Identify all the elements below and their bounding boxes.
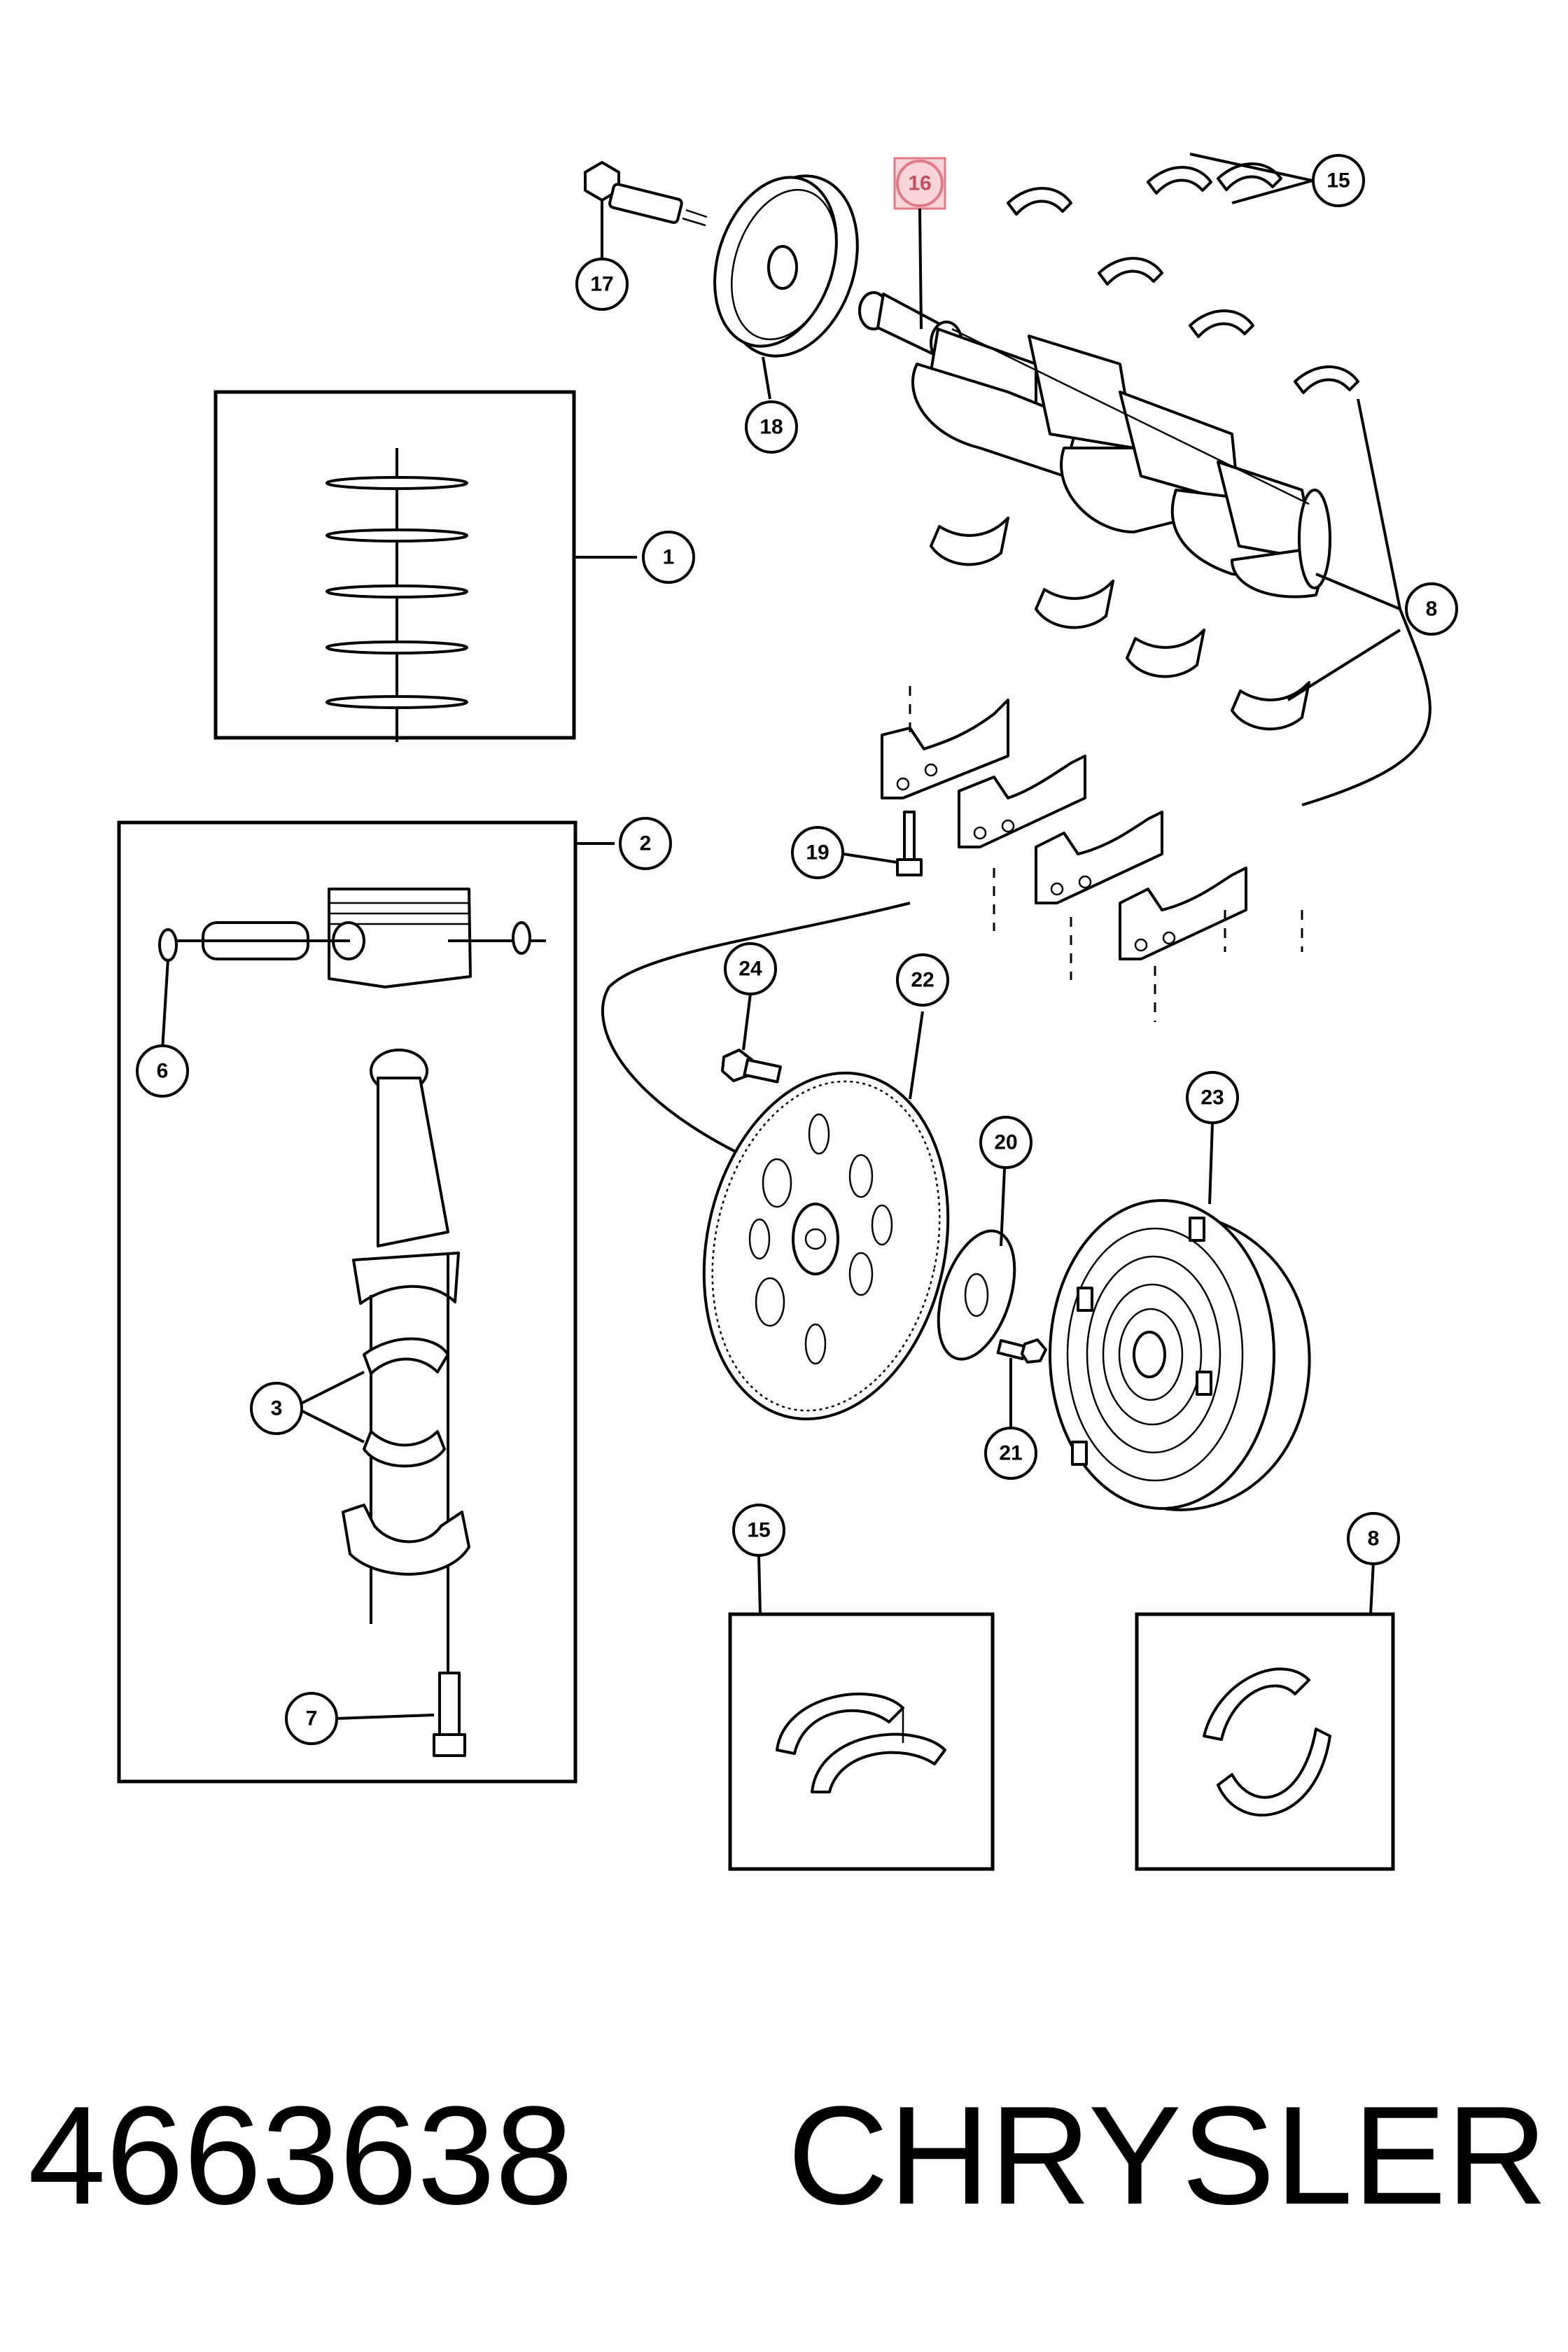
- callout-24: 24: [724, 942, 777, 995]
- main-cap-bolt-part: [843, 811, 923, 876]
- callout-7-label: 7: [306, 1707, 318, 1730]
- callout-15-bottom-label: 15: [747, 1519, 770, 1542]
- part-number: 4663638: [28, 2078, 573, 2234]
- callout-8-bottom-label: 8: [1368, 1527, 1380, 1550]
- callout-6-label: 6: [157, 1060, 169, 1083]
- flexplate-part: [702, 1011, 950, 1421]
- callout-1-label: 1: [663, 546, 675, 569]
- callout-7: 7: [285, 1692, 338, 1745]
- crank-bolt-part: [584, 161, 708, 259]
- converter-bolt-part: [996, 1338, 1047, 1428]
- piston-rings-box: [214, 390, 637, 742]
- callout-15-bottom: 15: [732, 1504, 785, 1557]
- callout-18-label: 18: [760, 416, 783, 439]
- callout-2: 2: [619, 817, 672, 870]
- callout-8-top: 8: [1405, 582, 1458, 636]
- main-bearing-caps: [881, 686, 1303, 1022]
- callout-18: 18: [745, 400, 798, 454]
- thrust-washer-box: [728, 1555, 995, 1871]
- callout-1: 1: [642, 531, 695, 584]
- callout-19-label: 19: [806, 841, 829, 864]
- callout-19: 19: [791, 826, 844, 879]
- adapter-plate-part: [937, 1168, 1016, 1361]
- callout-24-label: 24: [738, 958, 762, 981]
- callout-16-highlighted: 16: [893, 157, 946, 330]
- callout-17-label: 17: [590, 273, 613, 296]
- callout-22: 22: [896, 953, 949, 1007]
- flexplate-bolt-part: [721, 993, 782, 1084]
- callout-15-top-label: 15: [1326, 169, 1350, 192]
- callout-20-label: 20: [994, 1131, 1017, 1154]
- callout-20: 20: [979, 1116, 1032, 1169]
- bearing-shell-box: [1135, 1562, 1395, 1871]
- callout-23: 23: [1186, 1071, 1239, 1124]
- torque-converter-part: [1049, 1123, 1311, 1511]
- callout-8-top-label: 8: [1426, 598, 1438, 621]
- callout-17: 17: [575, 258, 629, 311]
- crankshaft-part: [858, 291, 1331, 598]
- callout-2-label: 2: [640, 832, 652, 855]
- callout-6: 6: [136, 1044, 189, 1098]
- callout-8-bottom: 8: [1347, 1512, 1400, 1565]
- lower-bearing-shells: [930, 517, 1310, 731]
- callout-15-top: 15: [1312, 154, 1365, 207]
- callout-23-label: 23: [1200, 1086, 1224, 1110]
- callout-21-label: 21: [999, 1442, 1022, 1465]
- callout-16-label: 16: [908, 172, 931, 195]
- piston-rod-box: [117, 820, 615, 1784]
- brand-name: CHRYSLER: [788, 2078, 1548, 2234]
- callout-3-label: 3: [271, 1397, 283, 1420]
- callout-21: 21: [984, 1427, 1037, 1480]
- callout-22-label: 22: [911, 969, 934, 992]
- callout-3: 3: [250, 1382, 303, 1435]
- damper-pulley-part: [713, 174, 859, 400]
